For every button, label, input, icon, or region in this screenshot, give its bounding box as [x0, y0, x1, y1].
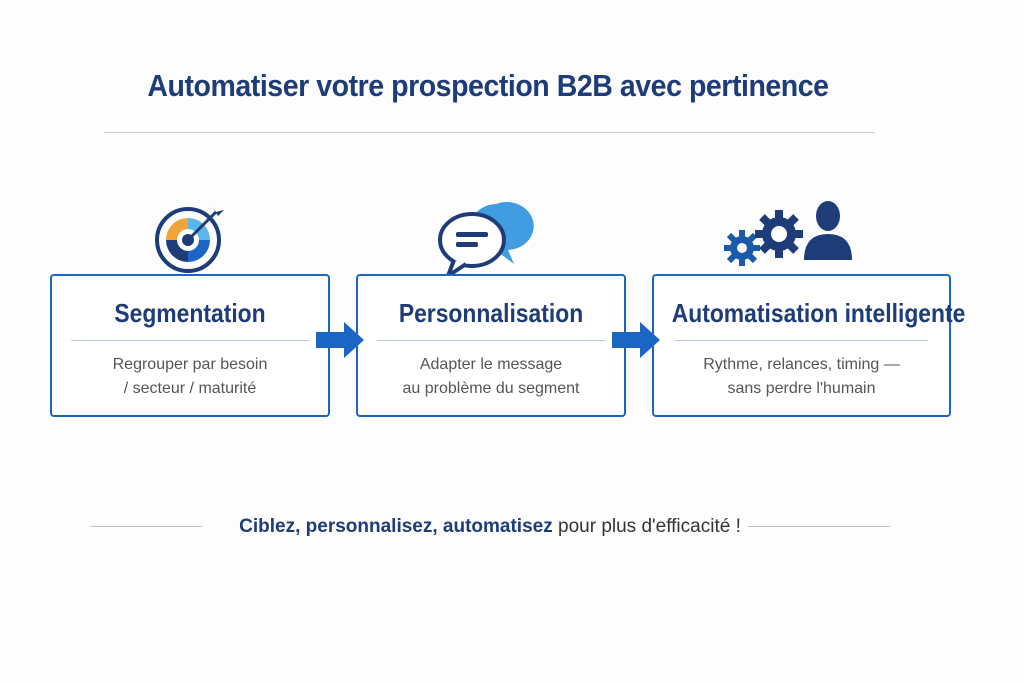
step-divider [674, 340, 929, 341]
arrow-right-icon [316, 322, 364, 358]
page-title: Automatiser votre prospection B2B avec p… [147, 68, 829, 103]
step-title: Automatisation intelligente [671, 298, 966, 328]
step-divider [71, 340, 309, 341]
step-divider [376, 340, 606, 341]
arrow-right-icon [612, 322, 660, 358]
title-divider [104, 132, 875, 133]
step-title: Personnalisation [398, 298, 584, 328]
step-description-line: Rythme, relances, timing — [703, 356, 900, 373]
chat-bubbles-icon [438, 202, 534, 278]
tagline-right-rule [748, 526, 890, 527]
step-description-line: Regrouper par besoin [112, 356, 268, 373]
step-description-line: Adapter le message [419, 356, 563, 373]
step-segmentation: Segmentation Regrouper par besoin / sect… [50, 274, 330, 417]
step-personnalisation: Personnalisation Adapter le message au p… [356, 274, 626, 417]
tagline-left-rule [90, 526, 202, 527]
step-automatisation: Automatisation intelligente Rythme, rela… [652, 274, 966, 417]
target-icon [155, 206, 224, 273]
step-title: Segmentation [114, 298, 266, 328]
tagline-bold: Ciblez, personnalisez, automatisez [239, 516, 553, 537]
tagline-rest: pour plus d'efficacité ! [552, 516, 741, 537]
tagline: Ciblez, personnalisez, automatisez pour … [0, 516, 980, 538]
step-description-line: au problème du segment [402, 380, 580, 397]
step-description-line: / secteur / maturité [123, 380, 257, 397]
step-description-line: sans perdre l'humain [727, 380, 876, 397]
gears-person-icon [724, 201, 852, 266]
